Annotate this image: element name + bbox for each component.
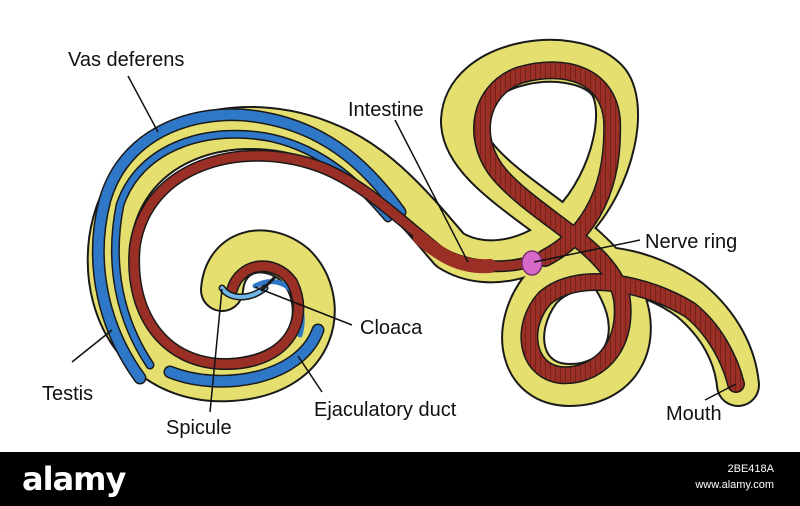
leader-mouth [704, 383, 737, 401]
diagram-canvas: Vas deferens Intestine Nerve ring Cloaca… [42, 38, 760, 439]
label-nerve-ring: Nerve ring [645, 231, 738, 253]
alamy-logo: alamy [22, 460, 126, 498]
image-id: 2BE418A [727, 463, 774, 475]
label-vas-deferens: Vas deferens [68, 49, 185, 71]
label-spicule: Spicule [166, 417, 232, 439]
leader-cloaca [254, 286, 353, 326]
label-mouth: Mouth [666, 403, 722, 425]
nerve-ring-shape [521, 250, 543, 276]
leader-spicule [209, 288, 223, 413]
gonad-tubes [91, 108, 407, 388]
image-credit: 2BE418A www.alamy.com [695, 462, 774, 494]
leader-nerve-ring [533, 239, 641, 263]
intestine-tube [128, 61, 745, 393]
leader-intestine [394, 119, 469, 263]
roundworm-illustration [71, 38, 760, 413]
label-cloaca: Cloaca [360, 317, 423, 339]
leader-lines [71, 75, 737, 413]
leader-ejaculatory-duct [297, 355, 323, 393]
watermark-footer: alamy 2BE418A www.alamy.com [0, 452, 800, 506]
leader-testis [71, 329, 113, 363]
label-intestine: Intestine [348, 99, 424, 121]
label-testis: Testis [42, 383, 94, 405]
label-ejaculatory-duct: Ejaculatory duct [314, 399, 457, 421]
spicule-structure [218, 276, 276, 301]
site-url: www.alamy.com [695, 478, 774, 491]
leader-vas-deferens [127, 75, 159, 133]
